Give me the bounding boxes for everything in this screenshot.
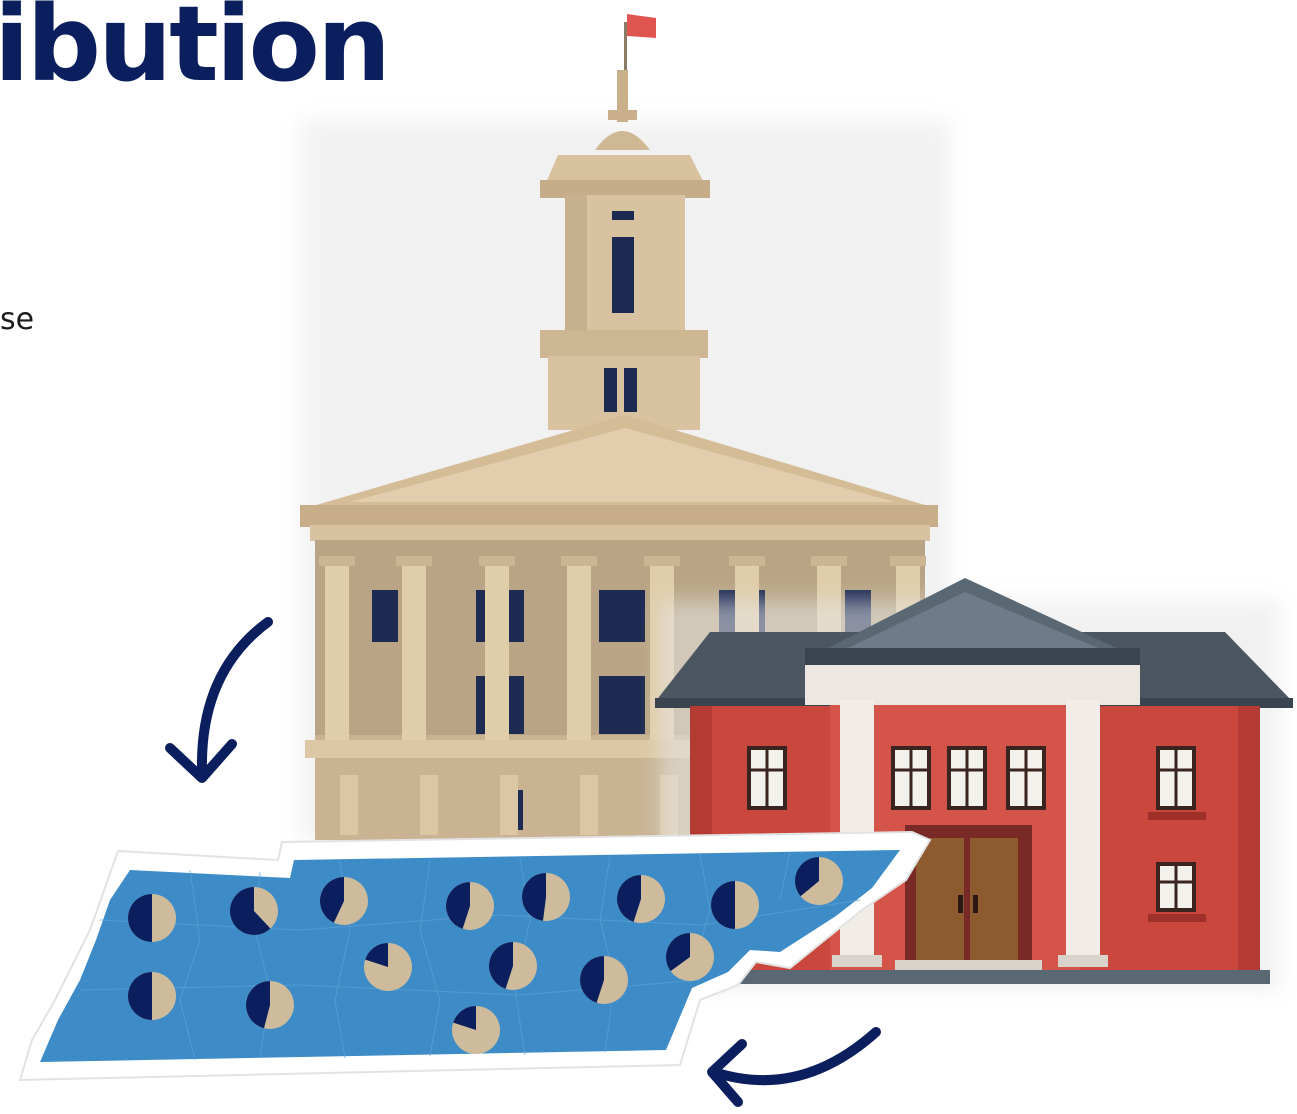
pie-marker-slice: [453, 1006, 476, 1030]
pie-marker-slice: [522, 873, 546, 921]
pie-marker-slice: [229, 887, 271, 936]
curved-arrow-down-icon: [165, 617, 273, 783]
pie-marker-slice: [320, 877, 344, 923]
pie-marker-slice: [128, 972, 152, 1020]
page-title: ibution: [0, 0, 391, 105]
pie-marker-slice: [246, 981, 270, 1029]
flag-icon: [627, 14, 656, 38]
tennessee-map-illustration: [18, 830, 932, 1082]
body-text-fragment: se: [0, 302, 35, 337]
map-pie-markers: [128, 857, 843, 1054]
pie-marker-slice: [128, 894, 152, 942]
pie-marker-slice: [711, 881, 735, 929]
brick-school-building-illustration: [655, 578, 1293, 990]
pie-marker-slice: [365, 943, 388, 967]
pie-marker-slice: [617, 875, 641, 922]
pie-marker-slice: [488, 942, 513, 989]
curved-arrow-left-icon: [707, 1027, 881, 1107]
pie-marker-slice: [445, 882, 470, 929]
pie-marker-slice: [579, 956, 604, 1003]
pie-marker-slice: [666, 933, 690, 972]
pie-marker-slice: [795, 857, 819, 897]
